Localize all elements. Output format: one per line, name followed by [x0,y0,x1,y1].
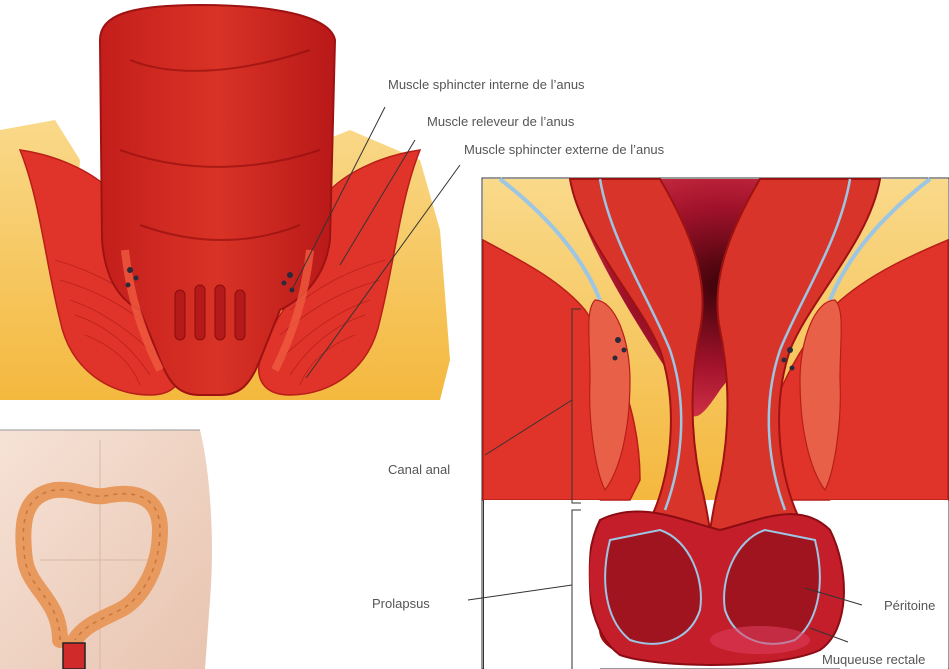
rectum-highlight-box [63,643,85,669]
label-levator-ani: Muscle releveur de l’anus [427,114,574,129]
label-peritoneum: Péritoine [884,598,935,613]
torso-inset [0,430,212,669]
label-prolapsus: Prolapsus [372,596,430,611]
label-external-sphincter: Muscle sphincter externe de l’anus [464,142,664,157]
label-internal-sphincter: Muscle sphincter interne de l’anus [388,77,585,92]
label-canal-anal: Canal anal [388,462,450,477]
prolapse-section [482,178,949,669]
label-rectal-mucosa: Muqueuse rectale [822,652,925,667]
anal-canal-section [0,5,450,400]
